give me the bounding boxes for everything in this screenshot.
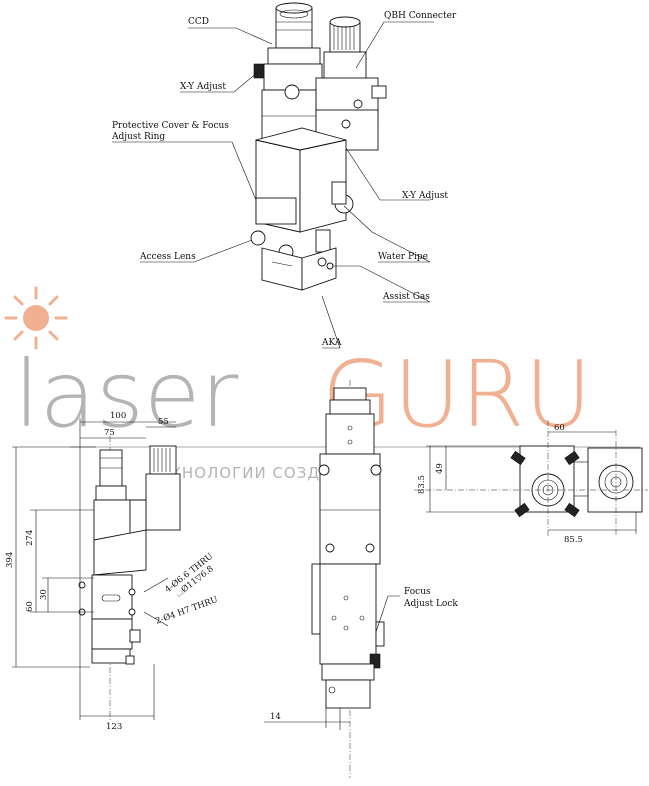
dim-front-274: 274: [25, 530, 35, 546]
callout-protective-cover-line2: Adjust Ring: [111, 132, 165, 142]
dim-top-60: 60: [554, 423, 565, 433]
water-pipe-fitting-icon: [315, 229, 331, 253]
isometric-view: CCD QBH Connecter X-Y Adjust Protective …: [111, 2, 457, 349]
access-lens-knob-icon: [250, 230, 266, 246]
callout-water-pipe: Water Pipe: [378, 252, 428, 262]
focus-adjust-lock-icon: [369, 653, 381, 669]
xy-adjust-knob-left-icon: [253, 63, 265, 79]
dim-front-394: 394: [5, 552, 15, 568]
dim-top-83-5: 83.5: [417, 475, 427, 494]
dim-front-30: 30: [39, 589, 49, 600]
top-view: 60 85.5 83.5 49: [414, 420, 648, 545]
ccd-camera: [263, 2, 323, 91]
front-dimension-lines: [12, 418, 176, 720]
callout-ccd: CCD: [188, 17, 209, 27]
callout-xy-adjust-right: X-Y Adjust: [402, 191, 448, 201]
dim-front-75: 75: [104, 428, 115, 438]
leader-lines: [112, 21, 434, 349]
callout-protective-cover-line1: Protective Cover & Focus: [112, 121, 229, 131]
watermark-word-grey: laser: [14, 341, 238, 448]
dim-front-55: 55: [158, 417, 169, 427]
front-view: 100 75 55 394 274 30 60 123 4-Ø6.6 THRU …: [5, 411, 219, 732]
dim-top-49: 49: [435, 463, 445, 474]
nozzle-block: [261, 247, 337, 291]
callout-assist-gas: Assist Gas: [382, 292, 430, 302]
sun-logo-icon: [4, 286, 68, 350]
top-dimension-lines: [426, 431, 637, 534]
watermark-subtitle: ТЕХНОЛОГИИ СОЗДАНИЯ: [149, 464, 367, 482]
dim-front-123: 123: [106, 722, 122, 732]
side-view: 14 Focus Adjust Lock: [264, 380, 458, 778]
dim-top-85-5: 85.5: [564, 535, 583, 545]
qbh-connector: [315, 16, 387, 125]
callout-access-lens: Access Lens: [139, 252, 196, 262]
focus-body: [250, 127, 354, 260]
hole-note-3: 2-Ø4 H7 THRU: [154, 594, 219, 627]
dim-side-14: 14: [270, 712, 281, 722]
callout-focus-adjust-lock-line2: Adjust Lock: [403, 599, 458, 609]
dim-front-100: 100: [110, 411, 126, 421]
protective-cover: [255, 197, 297, 225]
dim-front-60: 60: [25, 601, 35, 612]
callout-aka: AKA: [321, 338, 342, 348]
callout-focus-adjust-lock-line1: Focus: [404, 587, 431, 597]
callout-xy-adjust-left: X-Y Adjust: [180, 82, 226, 92]
callout-qbh-connecter: QBH Connecter: [384, 11, 457, 21]
